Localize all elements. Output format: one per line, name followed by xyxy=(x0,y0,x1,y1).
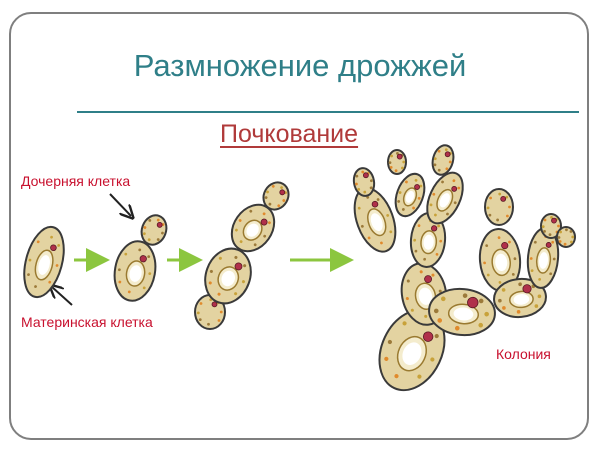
yeast-cell xyxy=(484,188,514,226)
colony-label: Колония xyxy=(496,346,551,362)
yeast-cells xyxy=(23,144,576,392)
yeast-cell xyxy=(353,187,397,253)
yeast-cell xyxy=(394,172,426,218)
yeast-cell xyxy=(23,225,65,299)
yeast-cell xyxy=(230,203,276,253)
yeast-cell xyxy=(387,149,407,175)
yeast-cell xyxy=(204,247,252,305)
daughter-cell-label: Дочерняя клетка xyxy=(21,173,131,189)
yeast-cell xyxy=(540,213,562,239)
yeast-cell xyxy=(113,240,157,302)
slide-subtitle: Почкование xyxy=(220,120,359,148)
yeast-cell xyxy=(431,144,455,176)
slide-title: Размножение дрожжей xyxy=(133,48,467,83)
mother-cell-label: Материнская клетка xyxy=(21,314,153,330)
yeast-cell xyxy=(426,171,464,225)
title-underline xyxy=(77,111,579,113)
yeast-cell xyxy=(493,277,547,319)
daughter-pointer-arrow xyxy=(109,193,131,216)
yeast-cell xyxy=(352,167,376,197)
yeast-cell xyxy=(556,226,576,248)
slide-frame xyxy=(9,12,589,440)
yeast-cell xyxy=(428,287,496,337)
mother-pointer-arrow xyxy=(52,287,73,306)
yeast-cell xyxy=(478,228,522,292)
yeast-cell xyxy=(378,308,446,392)
yeast-cell xyxy=(194,294,226,330)
yeast-cell xyxy=(140,214,168,246)
yeast-cell xyxy=(262,181,290,211)
